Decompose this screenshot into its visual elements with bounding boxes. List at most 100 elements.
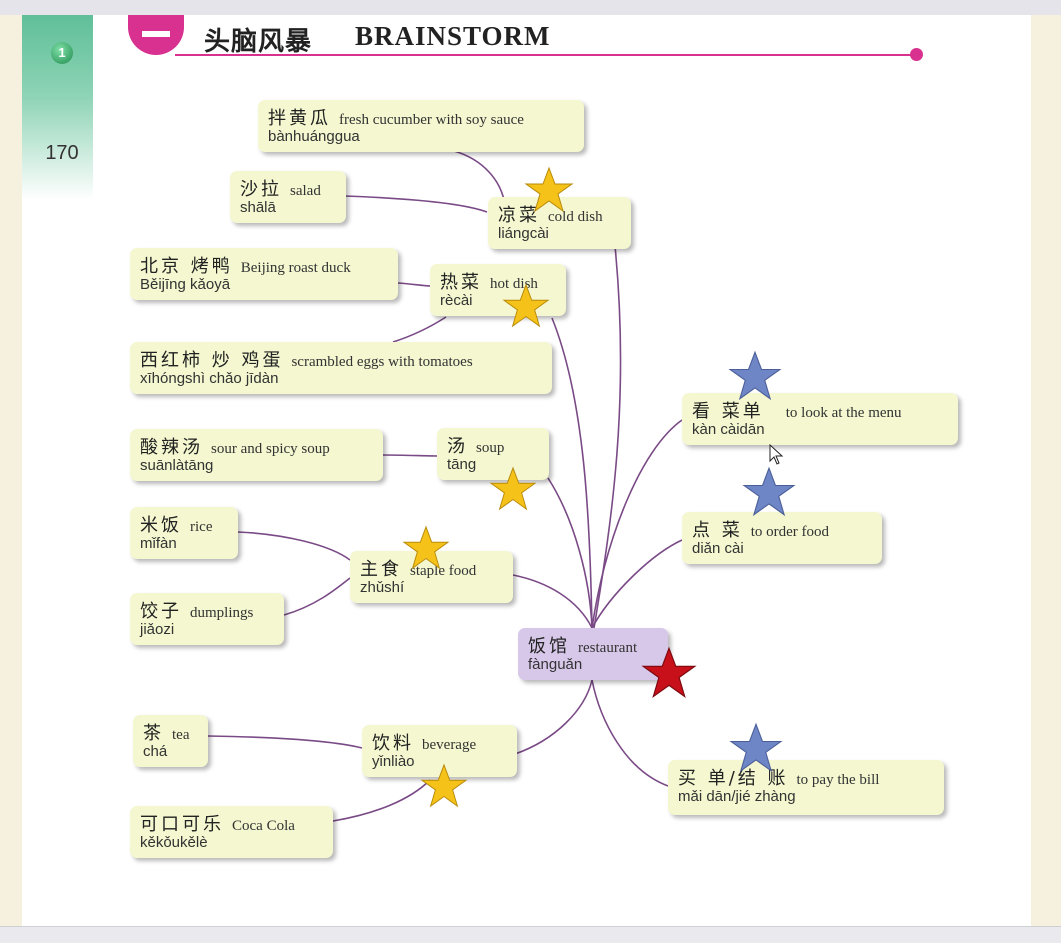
node-en: cold dish bbox=[548, 209, 603, 225]
node-cn: 沙拉 bbox=[240, 179, 282, 200]
link-suanlatang-tang bbox=[382, 454, 439, 457]
blue-star-icon bbox=[728, 350, 782, 401]
node-en: restaurant bbox=[578, 640, 638, 656]
red-star-icon bbox=[641, 646, 697, 699]
node-pinyin: zhǔshí bbox=[360, 579, 405, 596]
node-mifan: 米饭 rice mǐfàn bbox=[130, 507, 238, 559]
title-underline-dot bbox=[910, 48, 923, 61]
node-cn: 拌黄瓜 bbox=[268, 108, 331, 129]
node-en: tea bbox=[172, 727, 190, 743]
node-pinyin: bànhuánggua bbox=[268, 128, 360, 145]
node-yinliao: 饮料 beverage yǐnliào bbox=[362, 725, 517, 777]
node-cn: 凉菜 bbox=[498, 205, 540, 226]
node-en: dumplings bbox=[190, 605, 254, 621]
link-shala-liangcai bbox=[344, 195, 488, 213]
node-shala: 沙拉 salad shālā bbox=[230, 171, 346, 223]
link-yinliao-fanguan bbox=[514, 679, 593, 755]
link-tang-fanguan bbox=[547, 477, 593, 629]
node-cn: 西红柿 炒 鸡蛋 bbox=[140, 350, 284, 371]
link-liangcai-fanguan bbox=[593, 245, 622, 629]
node-en: Coca Cola bbox=[232, 818, 295, 834]
node-cn: 买 单/结 账 bbox=[678, 768, 789, 789]
page-number: 170 bbox=[45, 142, 79, 164]
section-title-cn: 头脑风暴 bbox=[204, 27, 313, 57]
node-jiaozi: 饺子 dumplings jiǎozi bbox=[130, 593, 284, 645]
node-kaoya: 北京 烤鸭 Beijing roast duck Běijīng kǎoyā bbox=[130, 248, 398, 300]
link-kaoya-recai bbox=[397, 282, 432, 287]
node-pinyin: tāng bbox=[447, 456, 477, 473]
link-maidan-fanguan bbox=[591, 679, 669, 787]
node-en: to look at the menu bbox=[785, 405, 902, 421]
node-en: Beijing roast duck bbox=[240, 260, 351, 276]
node-en: staple food bbox=[410, 563, 477, 579]
node-en: soup bbox=[476, 440, 505, 456]
node-pinyin: yǐnliào bbox=[372, 753, 415, 770]
node-pinyin: shālā bbox=[240, 199, 276, 216]
node-pinyin: fànguǎn bbox=[528, 656, 583, 673]
node-pinyin: mǐfàn bbox=[140, 535, 177, 552]
node-pinyin: liángcài bbox=[498, 225, 549, 242]
node-tang: 汤 soup tāng bbox=[437, 428, 549, 480]
blue-star-icon bbox=[742, 466, 796, 517]
blue-star-icon bbox=[729, 722, 783, 773]
node-pinyin: xīhóngshì chǎo jīdàn bbox=[140, 370, 279, 387]
unit-badge: 1 bbox=[51, 42, 73, 64]
node-en: rice bbox=[190, 519, 213, 535]
node-en: beverage bbox=[422, 737, 477, 753]
title-underline bbox=[175, 54, 917, 56]
node-pinyin: diǎn cài bbox=[692, 540, 744, 557]
node-cn: 饭馆 bbox=[528, 636, 570, 657]
node-maidan: 买 单/结 账 to pay the bill mǎi dān/jié zhàng bbox=[668, 760, 944, 815]
node-cn: 看 菜单 bbox=[692, 401, 764, 422]
link-mifan-zhushi bbox=[237, 531, 351, 561]
gold-star-icon bbox=[489, 466, 537, 511]
node-cn: 可口可乐 bbox=[140, 814, 224, 835]
node-cn: 米饭 bbox=[140, 515, 182, 536]
node-en: to order food bbox=[750, 524, 830, 540]
node-pinyin: mǎi dān/jié zhàng bbox=[678, 788, 796, 805]
node-cn: 饺子 bbox=[140, 601, 182, 622]
node-pinyin: rècài bbox=[440, 292, 473, 309]
node-cn: 茶 bbox=[143, 723, 164, 744]
section-title-en: BRAINSTORM bbox=[355, 21, 551, 51]
node-cha: 茶 tea chá bbox=[133, 715, 208, 767]
link-diancai-fanguan bbox=[591, 539, 683, 629]
node-pinyin: jiǎozi bbox=[140, 621, 175, 638]
link-jidan-recai bbox=[392, 316, 447, 343]
node-pinyin: kěkǒukělè bbox=[140, 834, 208, 851]
link-recai-fanguan bbox=[551, 317, 593, 629]
browser-top-strip bbox=[0, 0, 1061, 15]
node-pinyin: chá bbox=[143, 743, 168, 760]
node-pinyin: suānlàtāng bbox=[140, 457, 214, 474]
gold-star-icon bbox=[502, 283, 550, 328]
node-banhuanggua: 拌黄瓜 fresh cucumber with soy sauce bànhuán… bbox=[258, 100, 584, 152]
node-cn: 热菜 bbox=[440, 272, 482, 293]
node-en: sour and spicy soup bbox=[211, 441, 330, 457]
node-en: to pay the bill bbox=[796, 772, 880, 788]
node-en: salad bbox=[290, 183, 321, 199]
node-cn: 饮料 bbox=[372, 733, 414, 754]
node-cn: 汤 bbox=[447, 436, 468, 457]
node-diancai: 点 菜 to order food diǎn cài bbox=[682, 512, 882, 564]
node-pinyin: Běijīng kǎoyā bbox=[140, 276, 231, 293]
node-en: fresh cucumber with soy sauce bbox=[339, 112, 524, 128]
link-zhushi-fanguan bbox=[512, 574, 593, 629]
browser-bottom-strip bbox=[0, 926, 1061, 943]
mouse-cursor-icon bbox=[769, 444, 784, 465]
node-fanguan: 饭馆 restaurant fànguǎn bbox=[518, 628, 668, 680]
gold-star-icon bbox=[420, 763, 468, 808]
node-kekoukele: 可口可乐 Coca Cola kěkǒukělè bbox=[130, 806, 333, 858]
link-kancaidan-fanguan bbox=[591, 419, 683, 629]
node-cn: 酸辣汤 bbox=[140, 437, 203, 458]
node-cn: 北京 烤鸭 bbox=[140, 256, 233, 277]
node-suanlatang: 酸辣汤 sour and spicy soup suānlàtāng bbox=[130, 429, 383, 481]
node-en: scrambled eggs with tomatoes bbox=[291, 354, 473, 370]
node-cn: 点 菜 bbox=[692, 520, 743, 541]
section-icon bbox=[128, 15, 184, 55]
gold-star-icon bbox=[402, 525, 450, 570]
link-cha-yinliao bbox=[207, 735, 363, 749]
node-pinyin: kàn càidān bbox=[692, 421, 765, 438]
node-jidan: 西红柿 炒 鸡蛋 scrambled eggs with tomatoes xīh… bbox=[130, 342, 552, 394]
node-cn: 主食 bbox=[360, 559, 402, 580]
